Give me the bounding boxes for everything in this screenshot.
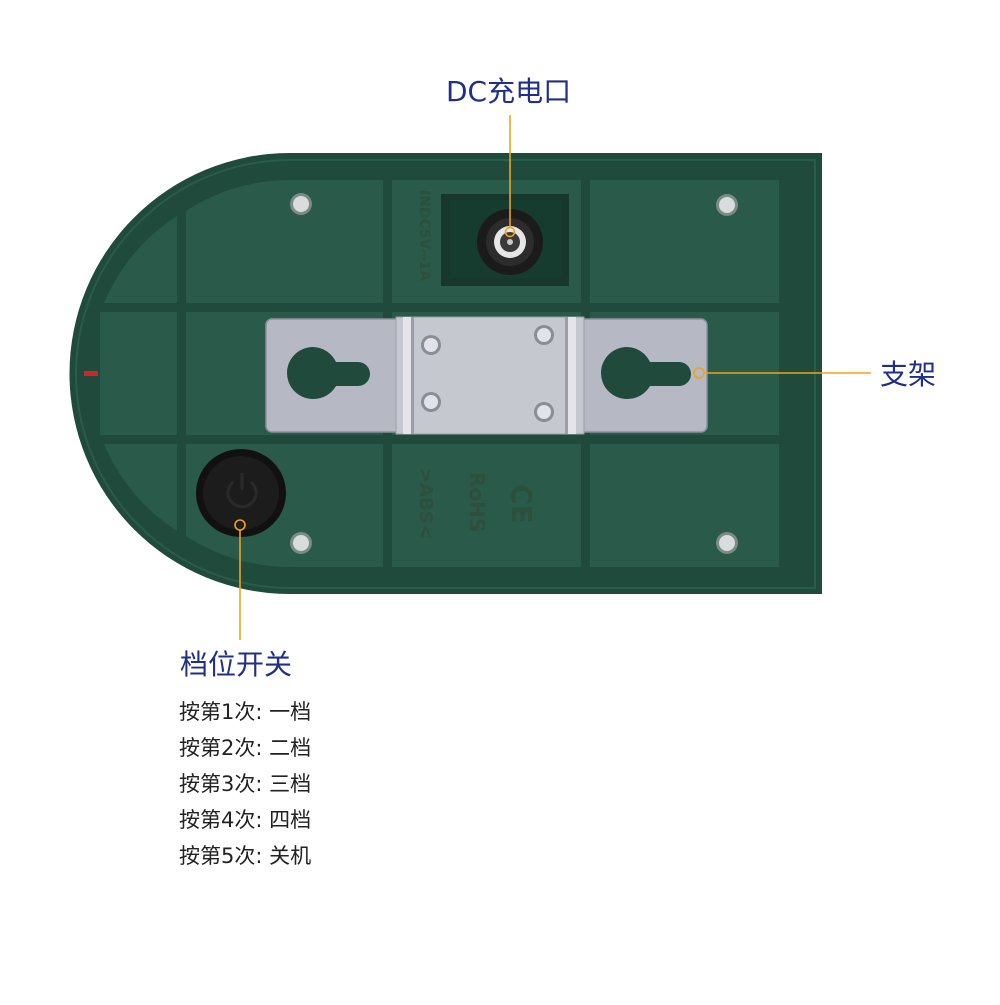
keyhole-slot-left [287,347,370,400]
svg-text:CE: CE [505,484,538,524]
switch-mode-3: 按第3次: 三档 [179,772,312,796]
callout-lines [234,115,871,640]
red-indicator-mark [84,371,98,376]
switch-mode-2: 按第2次: 二档 [179,736,312,760]
bracket-label: 支架 [880,358,937,391]
svg-text:RoHS: RoHS [465,472,489,532]
mounting-bracket [265,316,708,435]
dc-port-label: DC充电口 [446,75,572,108]
switch-mode-5: 按第5次: 关机 [179,844,312,868]
molded-input-marking: INDC5V⎓1A [416,190,432,281]
svg-text:INDC5V⎓1A: INDC5V⎓1A [416,190,432,281]
molded-rohs-marking: RoHS [465,472,489,532]
switch-mode-4: 按第4次: 四档 [179,808,312,832]
dc-port [441,194,569,286]
svg-text:>ABS<: >ABS< [415,468,436,539]
molded-material-marking: >ABS< [415,468,436,539]
keyhole-slot-right [601,347,691,400]
switch-mode-1: 按第1次: 一档 [179,700,312,724]
power-symbol-icon [226,480,258,509]
molded-ce-marking: CE [505,484,538,524]
mode-switch-button [196,449,286,537]
switch-label: 档位开关 [180,648,293,681]
screws [290,193,738,554]
